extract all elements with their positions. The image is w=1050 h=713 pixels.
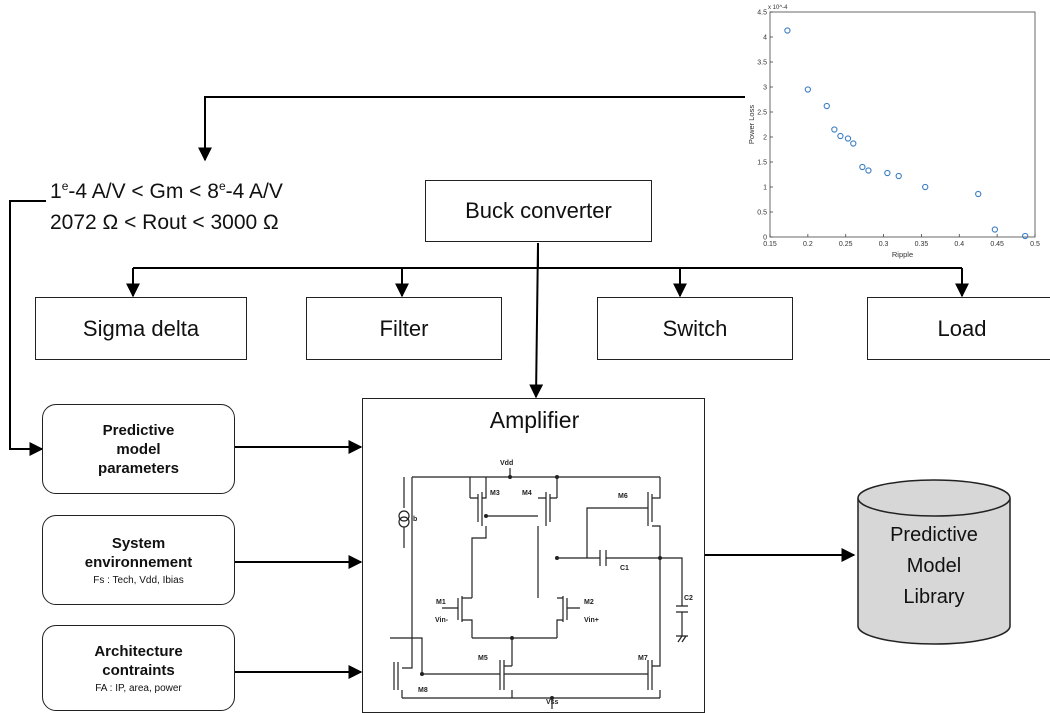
c2-label: C2 xyxy=(684,595,693,602)
y-exponent-label: x 10^-4 xyxy=(768,5,788,11)
ripple-power-loss-chart: 0.15 0.2 0.25 0.3 0.35 0.4 0.45 0.5 0 0.5 1 1.5 2 2.5… xyxy=(745,0,1050,265)
vin-minus-label: Vin- xyxy=(435,617,449,624)
m4-label: M4 xyxy=(522,490,532,497)
y-tick-label: 2 xyxy=(763,135,767,142)
data-point xyxy=(991,226,999,233)
data-point xyxy=(804,86,812,93)
m7-label: M7 xyxy=(638,655,648,662)
data-point xyxy=(837,132,844,140)
y-tick-label: 0.5 xyxy=(757,210,767,217)
x-tick-label: 0.3 xyxy=(879,241,889,248)
m1-label: M1 xyxy=(436,599,446,606)
y-tick-label: 4 xyxy=(763,35,767,42)
ib-label: Ib xyxy=(411,516,417,523)
amplifier-title: Amplifier xyxy=(489,407,580,433)
y-tick-label: 1 xyxy=(763,185,767,192)
m6-label: M6 xyxy=(618,493,628,500)
m2-label: M2 xyxy=(584,599,594,606)
data-point xyxy=(975,190,982,198)
arrow-buck-to-amp xyxy=(529,242,544,399)
y-tick-label: 1.5 xyxy=(757,160,767,167)
x-tick-label: 0.5 xyxy=(1030,241,1040,248)
y-tick-label: 0 xyxy=(763,235,767,242)
library-label: Predictive Model Library xyxy=(890,524,978,608)
m5-label: M5 xyxy=(478,655,488,662)
x-tick-label: 0.4 xyxy=(954,241,964,248)
buck-converter-block: Buck converter xyxy=(425,180,652,242)
load-block: Load xyxy=(867,297,1050,360)
arrow-chart-to-constraints xyxy=(198,96,760,162)
data-point xyxy=(884,169,891,177)
predictive-model-library-cylinder xyxy=(857,479,1011,645)
data-point xyxy=(844,135,852,142)
architecture-contraints-box: Architecture contraints FA : IP, area, p… xyxy=(42,625,235,711)
switch-block: Switch xyxy=(597,297,793,360)
data-point xyxy=(922,183,929,191)
chart-svg: 0.15 0.2 0.25 0.3 0.35 0.4 0.45 0.5 0 0.5 1 1.5 2 2.5… xyxy=(747,5,1040,259)
arrow-constraints-to-predictive xyxy=(9,200,46,456)
y-tick-label: 3 xyxy=(763,85,767,92)
m3-label: M3 xyxy=(490,490,500,497)
data-point xyxy=(831,126,838,133)
vin-plus-label: Vin+ xyxy=(584,617,599,624)
plot-area xyxy=(769,11,1036,238)
x-tick-label: 0.35 xyxy=(915,241,929,248)
data-point xyxy=(1022,232,1029,240)
gm-constraint: 1e-4 A/V < Gm < 8e-4 A/V xyxy=(50,179,283,203)
system-environnement-box: System environnement Fs : Tech, Vdd, Ibi… xyxy=(42,515,235,605)
rout-constraint: 2072 Ω < Rout < 3000 Ω xyxy=(50,211,279,234)
y-axis-label: Power Loss xyxy=(747,105,756,144)
x-tick-label: 0.15 xyxy=(763,241,777,248)
data-point xyxy=(895,172,902,180)
data-point xyxy=(784,27,791,34)
predictive-model-parameters-box: Predictive model parameters xyxy=(42,404,235,494)
c1-label: C1 xyxy=(620,565,629,572)
y-tick-label: 3.5 xyxy=(757,60,767,67)
vdd-label: Vdd xyxy=(500,460,513,467)
y-tick-label: 4.5 xyxy=(757,10,767,17)
x-tick-label: 0.2 xyxy=(803,241,813,248)
filter-block: Filter xyxy=(306,297,502,360)
y-tick-label: 2.5 xyxy=(757,110,767,117)
data-point xyxy=(823,102,830,110)
x-axis-label: Ripple xyxy=(892,250,913,259)
x-tick-label: 0.45 xyxy=(990,241,1004,248)
vss-label: Vss xyxy=(546,699,559,706)
data-point xyxy=(859,163,866,171)
data-point xyxy=(865,167,872,174)
sigma-delta-block: Sigma delta xyxy=(35,297,247,360)
data-point xyxy=(850,140,857,147)
x-tick-label: 0.25 xyxy=(839,241,853,248)
amplifier-schematic: Vdd Vss Ib M3 M4 M6 C1 C2 M1 Vin- M2 Vin… xyxy=(390,460,693,709)
m8-label: M8 xyxy=(418,687,428,694)
